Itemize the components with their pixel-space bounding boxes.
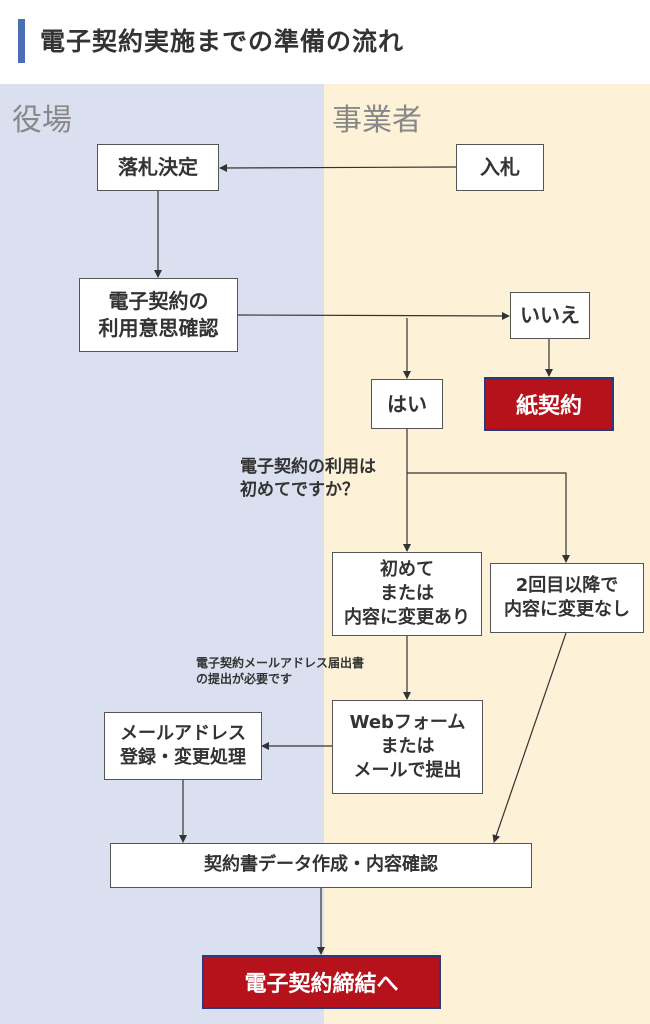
page-title: 電子契約実施までの準備の流れ bbox=[40, 27, 405, 56]
note-address-form-required: 電子契約メールアドレス届出書 の提出が必要です bbox=[196, 656, 365, 687]
node-address-registration: メールアドレス 登録・変更処理 bbox=[104, 712, 262, 780]
node-yes: はい bbox=[371, 379, 443, 429]
node-bid: 入札 bbox=[456, 144, 544, 191]
lane-label-town-office: 役場 bbox=[12, 103, 72, 138]
page-header: 電子契約実施までの準備の流れ bbox=[0, 0, 650, 84]
lane-label-business: 事業者 bbox=[332, 103, 422, 138]
node-web-or-mail-submission: Webフォーム または メールで提出 bbox=[332, 700, 483, 794]
node-contract-data-creation: 契約書データ作成・内容確認 bbox=[110, 843, 532, 888]
node-repeat-no-change: 2回目以降で 内容に変更なし bbox=[490, 563, 644, 633]
node-first-or-changed: 初めて または 内容に変更あり bbox=[332, 552, 482, 636]
node-award-decision: 落札決定 bbox=[97, 144, 219, 191]
node-no: いいえ bbox=[510, 292, 590, 339]
node-e-contract-conclusion: 電子契約締結へ bbox=[202, 955, 441, 1009]
header-accent-bar bbox=[18, 19, 25, 63]
note-first-time-question: 電子契約の利用は 初めてですか？ bbox=[240, 457, 376, 500]
node-intent-confirmation: 電子契約の 利用意思確認 bbox=[79, 278, 238, 352]
node-paper-contract: 紙契約 bbox=[484, 377, 614, 431]
